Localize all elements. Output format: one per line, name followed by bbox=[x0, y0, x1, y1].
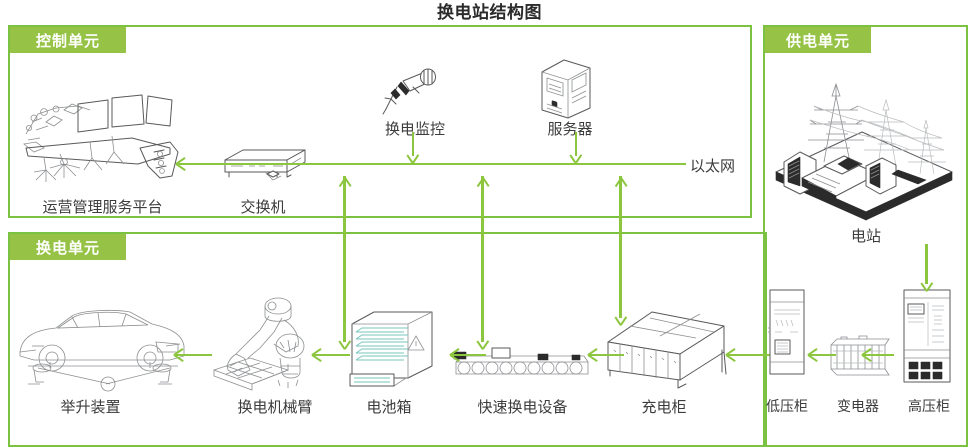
connector-station-to-hv bbox=[925, 244, 928, 284]
charging-cabinet-icon bbox=[600, 306, 730, 390]
operations-platform-icon bbox=[20, 92, 180, 182]
caption-high-voltage-cabinet: 高压柜 bbox=[908, 398, 950, 414]
connector-fastswap-to-battery bbox=[452, 354, 486, 356]
connector-lv-to-charger bbox=[728, 354, 790, 356]
caption-operations-platform: 运营管理服务平台 bbox=[42, 199, 163, 216]
caption-power-station: 电站 bbox=[850, 228, 881, 245]
caption-battery-box: 电池箱 bbox=[366, 399, 412, 416]
panel-tab-control-unit: 控制单元 bbox=[10, 27, 126, 53]
caption-charging-cabinet: 充电柜 bbox=[641, 399, 687, 416]
caption-network-switch: 交换机 bbox=[240, 199, 286, 216]
power-station-icon bbox=[766, 70, 962, 221]
connector-switch-to-platform bbox=[178, 163, 220, 165]
caption-swap-robotic-arm: 换电机械臂 bbox=[237, 399, 313, 416]
connector-hv-to-transformer bbox=[864, 354, 894, 356]
connector-down-right-shaft bbox=[619, 218, 622, 318]
robotic-arm-icon bbox=[210, 296, 330, 391]
connector-down-left-shaft bbox=[343, 218, 346, 342]
panel-tab-supply-unit: 供电单元 bbox=[765, 27, 871, 53]
server-tower-icon bbox=[538, 58, 598, 120]
caption-vehicle-lift: 举升装置 bbox=[60, 399, 121, 416]
connector-battery-to-robot bbox=[314, 354, 350, 356]
connector-server-to-bus bbox=[575, 132, 577, 156]
connector-monitor-to-bus bbox=[412, 132, 414, 156]
connector-robot-to-lift bbox=[176, 354, 212, 356]
network-switch-icon bbox=[221, 146, 309, 184]
surveillance-camera-icon bbox=[382, 65, 445, 117]
caption-swap-monitoring: 换电监控 bbox=[384, 121, 445, 138]
connector-up-right-shaft bbox=[619, 176, 622, 218]
connector-up-mid-shaft bbox=[481, 176, 484, 218]
conveyor-icon bbox=[452, 340, 592, 382]
ethernet-bus-line bbox=[200, 163, 686, 165]
transformer-icon bbox=[827, 335, 890, 379]
low-voltage-cabinet-icon bbox=[766, 288, 808, 376]
high-voltage-cabinet-icon bbox=[900, 288, 956, 384]
battery-rack-icon bbox=[348, 308, 436, 388]
panel-control-unit bbox=[8, 25, 752, 218]
connector-transformer-to-lv bbox=[810, 354, 836, 356]
page-title: 换电站结构图 bbox=[437, 3, 542, 22]
caption-transformer: 变电器 bbox=[837, 398, 879, 414]
connector-up-left-shaft bbox=[343, 176, 346, 218]
connector-down-mid-shaft bbox=[481, 218, 484, 342]
vehicle-lift-icon bbox=[10, 300, 190, 392]
caption-low-voltage-cabinet: 低压柜 bbox=[766, 398, 808, 414]
connector-charger-to-fastswap bbox=[590, 354, 624, 356]
caption-server: 服务器 bbox=[547, 121, 593, 138]
ethernet-label: 以太网 bbox=[690, 158, 736, 175]
panel-tab-swap-unit: 换电单元 bbox=[10, 234, 126, 260]
caption-fast-swap-equipment: 快速换电设备 bbox=[477, 399, 568, 416]
